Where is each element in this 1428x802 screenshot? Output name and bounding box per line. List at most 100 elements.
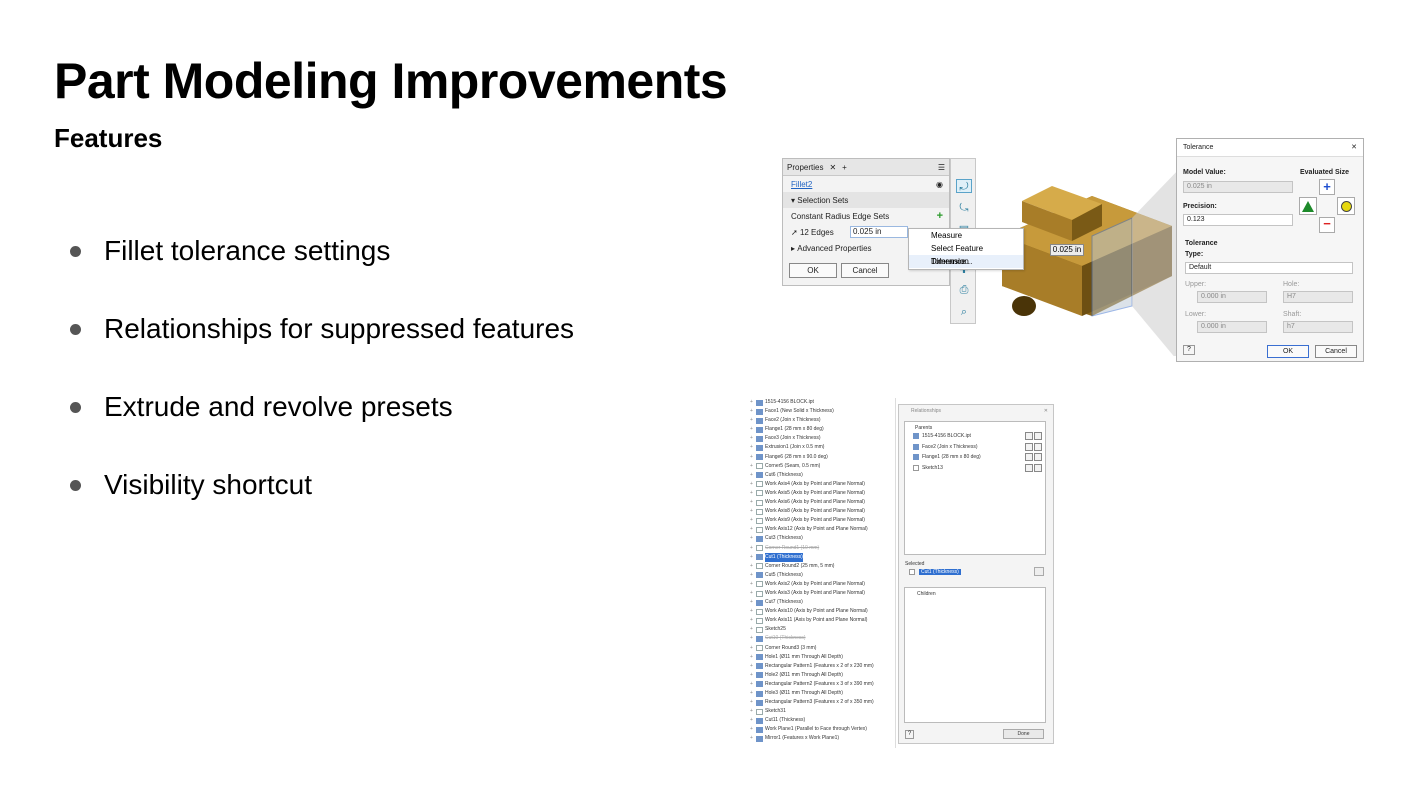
cancel-button[interactable]: Cancel	[1315, 345, 1357, 358]
tree-item[interactable]: +Hole1 (Ø11 mm Through All Depth)	[748, 653, 895, 662]
ok-button[interactable]: OK	[789, 263, 837, 278]
select-icon[interactable]	[1025, 453, 1033, 462]
expand-toggle-icon[interactable]: +	[750, 417, 753, 424]
close-icon[interactable]: ✕	[1043, 408, 1048, 414]
tree-item[interactable]: +Work Axis6 (Axis by Point and Plane Nor…	[748, 498, 895, 507]
expand-toggle-icon[interactable]: +	[750, 508, 753, 515]
expand-toggle-icon[interactable]: +	[750, 471, 753, 478]
tree-item[interactable]: +Work Axis3 (Axis by Point and Plane Nor…	[748, 589, 895, 598]
tree-item[interactable]: +Cut3 (Thickness)	[748, 534, 895, 543]
tree-item[interactable]: +Sketch31	[748, 707, 895, 716]
tree-item[interactable]: +Rectangular Pattern3 (Features x 2 of x…	[748, 698, 895, 707]
done-button[interactable]: Done	[1003, 729, 1044, 739]
menu-icon[interactable]: ☰	[937, 162, 945, 172]
parent-item[interactable]: Flange1 (28 mm x 80 deg)	[905, 452, 1045, 463]
tree-item[interactable]: +Face3 (Join x Thickness)	[748, 434, 895, 443]
edit-icon[interactable]	[1034, 567, 1044, 576]
menu-item-measure[interactable]: Measure	[931, 231, 963, 240]
expand-toggle-icon[interactable]: +	[750, 453, 753, 460]
lower-field[interactable]: 0.000 in	[1197, 321, 1267, 333]
upper-field[interactable]: 0.000 in	[1197, 291, 1267, 303]
tree-item[interactable]: +Work Axis2 (Axis by Point and Plane Nor…	[748, 580, 895, 589]
tree-item[interactable]: +Cut5 (Thickness)	[748, 571, 895, 580]
inspect-tool-icon[interactable]: ⌕	[960, 306, 968, 318]
help-icon[interactable]: ?	[905, 730, 914, 739]
tree-item[interactable]: +Work Axis11 (Axis by Point and Plane No…	[748, 616, 895, 625]
tree-item[interactable]: +Work Axis12 (Axis by Point and Plane No…	[748, 525, 895, 534]
expand-toggle-icon[interactable]: +	[750, 626, 753, 633]
parent-item[interactable]: 1515-4156 BLOCK.ipt	[905, 431, 1045, 442]
expand-toggle-icon[interactable]: +	[750, 662, 753, 669]
expand-toggle-icon[interactable]: +	[750, 644, 753, 651]
tree-item[interactable]: +Cut1 (Thickness)	[748, 552, 895, 562]
tree-item[interactable]: +Work Axis10 (Axis by Point and Plane No…	[748, 607, 895, 616]
expand-toggle-icon[interactable]: +	[750, 735, 753, 742]
tree-item[interactable]: +Work Axis8 (Axis by Point and Plane Nor…	[748, 507, 895, 516]
tree-item[interactable]: +Extrusion1 (Join x 0.5 mm)	[748, 443, 895, 452]
hole-select[interactable]: H7	[1283, 291, 1353, 303]
expand-toggle-icon[interactable]: +	[750, 480, 753, 487]
tree-item[interactable]: +Work Axis5 (Axis by Point and Plane Nor…	[748, 489, 895, 498]
expand-toggle-icon[interactable]: +	[750, 580, 753, 587]
expand-toggle-icon[interactable]: +	[750, 617, 753, 624]
expand-toggle-icon[interactable]: +	[750, 462, 753, 469]
tree-item[interactable]: +Corner Round1 (10 mm)	[748, 544, 895, 553]
expand-toggle-icon[interactable]: +	[750, 553, 753, 560]
tree-item[interactable]: +Corner Round3 (3 mm)	[748, 644, 895, 653]
tree-item[interactable]: +Flange1 (28 mm x 80 deg)	[748, 425, 895, 434]
cancel-button[interactable]: Cancel	[841, 263, 889, 278]
tree-item[interactable]: +1515-4156 BLOCK.ipt	[748, 398, 895, 407]
help-icon[interactable]: ?	[1183, 345, 1195, 355]
shaft-select[interactable]: h7	[1283, 321, 1353, 333]
parent-item[interactable]: Sketch13	[905, 463, 1045, 474]
edit-icon[interactable]	[1034, 432, 1042, 441]
expand-toggle-icon[interactable]: +	[750, 708, 753, 715]
feature-name[interactable]: Fillet2	[791, 179, 813, 189]
edges-count[interactable]: 12 Edges	[799, 227, 834, 237]
tree-item[interactable]: +Corner5 (Seam, 0.5 mm)	[748, 462, 895, 471]
advanced-properties-header[interactable]: ▸ Advanced Properties	[783, 240, 949, 256]
selected-item[interactable]: Cut1 (Thickness)	[909, 569, 961, 575]
expand-toggle-icon[interactable]: +	[750, 435, 753, 442]
expand-toggle-icon[interactable]: +	[750, 699, 753, 706]
tree-item[interactable]: +Corner Round2 (25 mm, 5 mm)	[748, 562, 895, 571]
tree-item[interactable]: +Work Axis4 (Axis by Point and Plane Nor…	[748, 480, 895, 489]
add-set-icon[interactable]: +	[936, 210, 943, 222]
select-icon[interactable]	[1025, 463, 1033, 472]
tree-item[interactable]: +Mirror1 (Features x Work Plane1)	[748, 734, 895, 743]
select-icon[interactable]	[1025, 442, 1033, 451]
tree-item[interactable]: +Face1 (New Solid x Thickness)	[748, 407, 895, 416]
parent-item[interactable]: Face2 (Join x Thickness)	[905, 442, 1045, 453]
tree-item[interactable]: +Sketch25	[748, 625, 895, 634]
edit-icon[interactable]	[1034, 463, 1042, 472]
expand-toggle-icon[interactable]: +	[750, 680, 753, 687]
tree-item[interactable]: +Rectangular Pattern2 (Features x 3 of x…	[748, 680, 895, 689]
print-tool-icon[interactable]: ⎙	[959, 284, 969, 296]
tree-item[interactable]: +Work Axis9 (Axis by Point and Plane Nor…	[748, 516, 895, 525]
tree-item[interactable]: +Cut11 (Thickness)	[748, 716, 895, 725]
add-tab-icon[interactable]: +	[842, 162, 847, 172]
edit-icon[interactable]	[1034, 453, 1042, 462]
expand-toggle-icon[interactable]: +	[750, 526, 753, 533]
fillet-tool-icon[interactable]: ⤾	[956, 179, 972, 193]
median-size-icon[interactable]	[1337, 197, 1355, 215]
expand-toggle-icon[interactable]: +	[750, 635, 753, 642]
radius-input[interactable]: 0.025 in	[850, 226, 908, 238]
dimension-label[interactable]: 0.025 in	[1050, 244, 1084, 256]
ok-button[interactable]: OK	[1267, 345, 1309, 358]
upper-size-icon[interactable]: +	[1319, 179, 1335, 195]
expand-toggle-icon[interactable]: +	[750, 571, 753, 578]
add-tool-icon[interactable]: ✚	[959, 264, 969, 276]
edit-icon[interactable]	[1034, 442, 1042, 451]
close-icon[interactable]: ✕	[1351, 144, 1357, 151]
expand-toggle-icon[interactable]: +	[750, 426, 753, 433]
expand-toggle-icon[interactable]: +	[750, 489, 753, 496]
expand-toggle-icon[interactable]: +	[750, 562, 753, 569]
expand-toggle-icon[interactable]: +	[750, 589, 753, 596]
expand-toggle-icon[interactable]: +	[750, 408, 753, 415]
tab-properties[interactable]: Properties	[787, 162, 824, 172]
expand-toggle-icon[interactable]: +	[750, 499, 753, 506]
type-select[interactable]: Default	[1185, 262, 1353, 274]
select-icon[interactable]	[1025, 432, 1033, 441]
tree-item[interactable]: +Flange6 (28 mm x 90.0 deg)	[748, 453, 895, 462]
